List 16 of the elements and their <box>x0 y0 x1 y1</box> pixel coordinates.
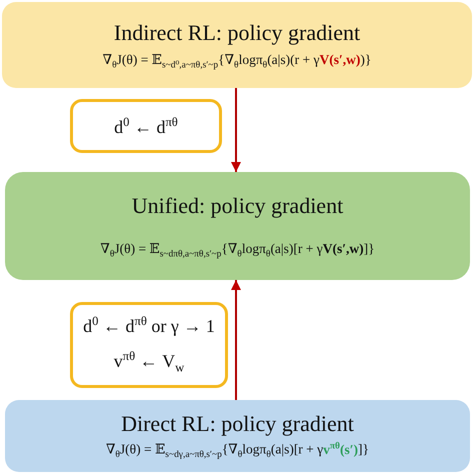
panel-title: Unified: policy gradient <box>132 192 344 219</box>
formula-panel <box>5 172 470 280</box>
panel-title: Direct RL: policy gradient <box>121 411 354 438</box>
condition-box <box>70 302 228 388</box>
arrow <box>231 88 241 172</box>
formula-panel <box>2 2 472 88</box>
panel-title: Indirect RL: policy gradient <box>114 20 360 46</box>
arrow <box>231 280 241 400</box>
formula: d$^{0}$ ← d$^{πθ}$ <box>114 114 178 138</box>
formula: ∇$_{θ}$J(θ) = 𝔼$_{s~d⁰,a~πθ,s′~p}${∇$_{θ}$logπ$_{θ}$(a|s)(r + γV(s′,w))} <box>102 52 372 70</box>
formula: d$^{0}$ ← d$^{πθ}$ or γ → 1 <box>83 314 215 338</box>
formula: ∇$_{θ}$J(θ) = 𝔼$_{s~dγ,a~πθ,s′~p}${∇$_{θ}$logπ$_{θ}$(a|s)[r + γv$^{πθ}$(s′)]} <box>106 441 370 461</box>
formula: ∇$_{θ}$J(θ) = 𝔼$_{s~dπθ,a~πθ,s′~p}${∇$_{θ}$logπ$_{θ}$(a|s)[r + γV(s′,w)]} <box>100 240 375 260</box>
formula-panel <box>5 400 470 472</box>
formula: v$^{πθ}$ ← V$_{w}$ <box>114 349 184 376</box>
condition-box <box>70 99 222 153</box>
